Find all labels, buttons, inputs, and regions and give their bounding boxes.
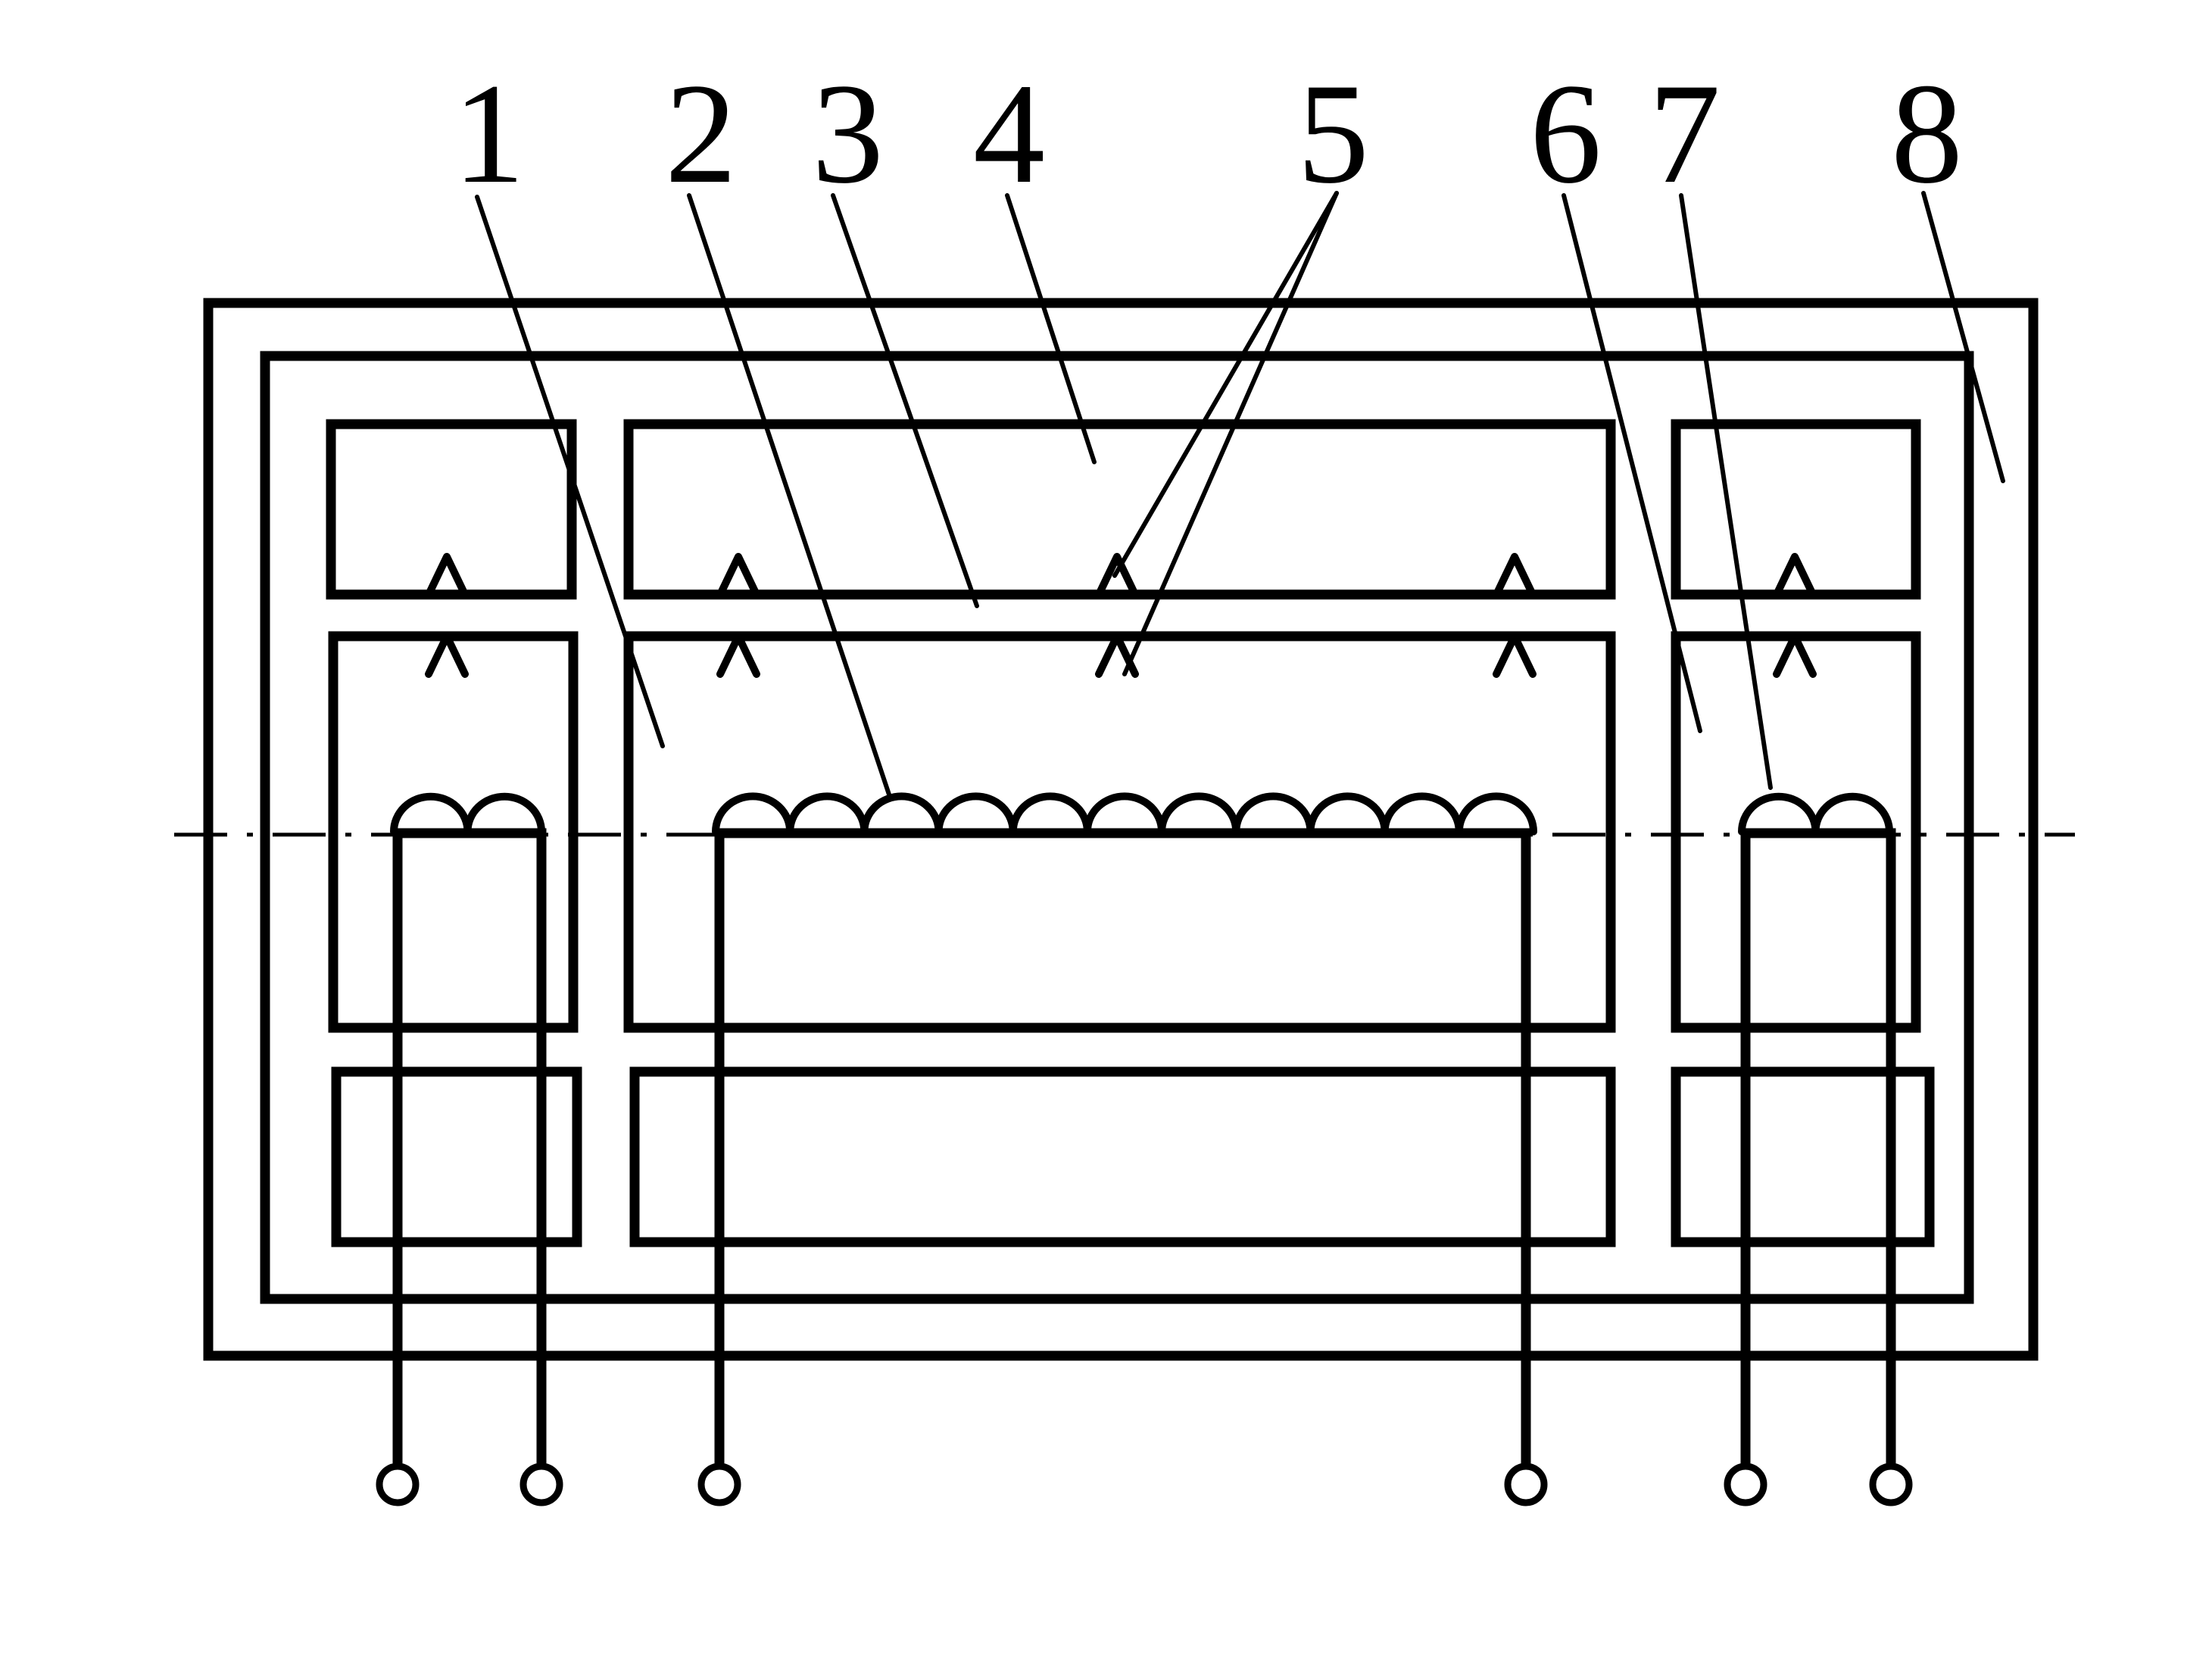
winding-left xyxy=(392,828,547,1471)
gap-marker-lower xyxy=(1773,632,1817,678)
core-block-lower-center xyxy=(629,1066,1616,1247)
winding-center xyxy=(714,828,1531,1471)
label-3: 3 xyxy=(812,55,884,214)
core-block-upper-center xyxy=(623,419,1616,600)
label-7: 7 xyxy=(1649,55,1721,214)
leader-5a xyxy=(1112,191,1339,578)
terminal-circle xyxy=(1724,1463,1767,1506)
coil-turn-arcs xyxy=(712,792,1537,835)
terminal-circle xyxy=(697,1463,741,1506)
terminals xyxy=(376,1456,1913,1506)
leader-1 xyxy=(475,195,665,748)
label-6: 6 xyxy=(1530,55,1602,214)
gap-marker-lower xyxy=(716,632,760,678)
winding-right xyxy=(1740,828,1896,1471)
core-block-lower-right xyxy=(1671,1066,1935,1247)
label-5: 5 xyxy=(1297,55,1369,214)
outer-enclosure xyxy=(203,298,2039,1361)
gap-marker-upper xyxy=(1095,553,1139,598)
gap-marker-upper xyxy=(716,553,760,598)
leader-lines xyxy=(475,191,2005,799)
leader-5b xyxy=(1122,191,1339,676)
coil-turns-right xyxy=(1738,792,1893,835)
leader-4 xyxy=(1005,193,1097,464)
label-2: 2 xyxy=(665,55,737,214)
leader-8 xyxy=(1921,191,2005,483)
leader-3 xyxy=(831,193,979,608)
core-block-lower-left xyxy=(331,1066,582,1247)
gap-marker-lower xyxy=(425,632,469,678)
gap-markers xyxy=(425,553,1817,678)
label-8: 8 xyxy=(1891,55,1963,214)
gap-marker-lower xyxy=(1095,632,1139,678)
label-4: 4 xyxy=(973,55,1045,214)
coil-turn-arcs xyxy=(1738,792,1893,835)
leader-6 xyxy=(1562,193,1702,733)
gap-marker-upper xyxy=(1493,553,1537,598)
coil-turn-arcs xyxy=(390,792,545,835)
coil-turns-left xyxy=(390,792,545,835)
gap-marker-upper xyxy=(1773,553,1817,598)
coil-turns-center xyxy=(712,792,1537,835)
core-block-upper-left xyxy=(326,419,577,600)
terminal-circle xyxy=(519,1463,563,1506)
leader-7 xyxy=(1679,193,1773,790)
label-1: 1 xyxy=(453,55,525,214)
terminal-circle xyxy=(1504,1463,1548,1506)
gap-marker-lower xyxy=(1493,632,1537,678)
terminal-circle xyxy=(1869,1463,1913,1506)
core-block-upper-right xyxy=(1671,419,1921,600)
terminal-circle xyxy=(376,1463,420,1506)
inner-frame xyxy=(260,351,1974,1304)
gap-marker-upper xyxy=(425,553,469,598)
leader-2 xyxy=(687,193,892,799)
core-block-middle-left xyxy=(328,631,579,1033)
